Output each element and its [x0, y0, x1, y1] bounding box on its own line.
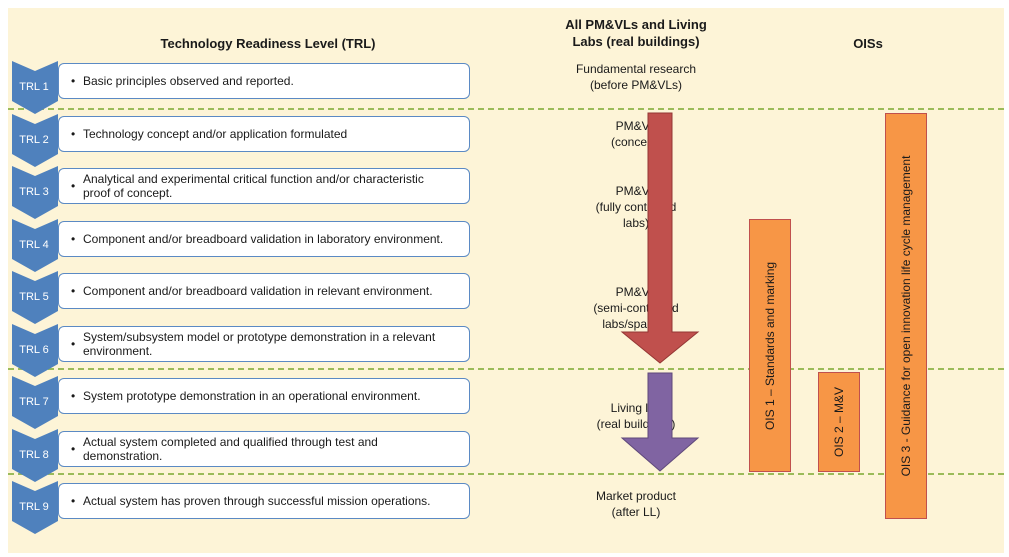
ois-1-bar: OIS 1 – Standards and marking: [749, 219, 791, 472]
trl-chevron-shape: [12, 113, 58, 167]
bullet-icon: •: [71, 126, 76, 141]
red-arrow-shape: [620, 112, 700, 364]
bullet-icon: •: [71, 494, 76, 508]
trl-chevron-icon: [12, 166, 58, 219]
trl-chevron-icon: [12, 271, 58, 324]
stage-label-line: (after LL): [611, 505, 661, 519]
trl-description-box: • Actual system has proven through succes…: [58, 483, 470, 519]
trl-chevron-icon: [12, 61, 58, 114]
stage-label: Market product (after LL): [536, 488, 736, 520]
ois-3-bar: OIS 3 - Guidance for open innovation lif…: [885, 113, 927, 519]
trl-description-line: demonstration.: [83, 448, 163, 463]
trl-tag: TRL 6: [19, 343, 49, 356]
bullet-icon: •: [71, 179, 76, 193]
trl-description-line: System prototype demonstration in an ope…: [83, 389, 421, 403]
stage-label-line: (before PM&VLs): [589, 78, 683, 92]
trl-chevron-icon: [12, 323, 58, 377]
trl-chevron-shape: [12, 218, 58, 272]
ois-2-bar: OIS 2 – M&V: [818, 372, 860, 472]
divider-line: [8, 368, 1004, 370]
trl-chevron-shape: [12, 481, 58, 534]
bullet-icon: •: [71, 389, 76, 403]
middle-header-line-1: All PM&VLs and Living: [565, 17, 707, 32]
stage-label-line: labs): [622, 216, 649, 230]
trl-chevron-shape: [12, 376, 58, 429]
trl-description-box: • Basic principles observed and reported.: [58, 63, 470, 99]
trl-description-line: environment.: [83, 343, 153, 358]
trl-chevron-icon: [12, 481, 58, 534]
trl-description: Technology concept and/or application fo…: [83, 127, 463, 141]
trl-chevron-shape: [12, 61, 58, 114]
stage-label-line: PM&VL: [615, 285, 657, 299]
bullet-icon: •: [71, 441, 76, 456]
stage-label-line: PM&VL: [615, 119, 657, 133]
trl-description-line: proof of concept.: [83, 186, 173, 200]
bullet-icon: •: [71, 336, 76, 351]
divider-line: [8, 108, 1004, 110]
divider-line: [8, 473, 1004, 475]
ois-1-label: OIS 1 – Standards and marking: [763, 261, 777, 430]
trl-chevron-icon: [12, 376, 58, 429]
trl-description: Component and/or breadboard validation i…: [83, 284, 463, 298]
trl-description: Actual system completed and qualified th…: [83, 435, 463, 463]
bullet-icon: •: [71, 74, 76, 88]
trl-description-line: Analytical and experimental critical fun…: [83, 172, 424, 186]
trl-tag: TRL 5: [19, 291, 49, 303]
trl-description-line: Component and/or breadboard validation i…: [83, 284, 433, 298]
trl-description-box: • Actual system completed and qualified t…: [58, 430, 470, 467]
ois-3-label: OIS 3 - Guidance for open innovation lif…: [899, 155, 913, 477]
trl-tag: TRL 9: [19, 501, 49, 513]
trl-description-box: • Component and/or breadboard validation …: [58, 273, 470, 309]
trl-description-box: • System/subsystem model or prototype dem…: [58, 325, 470, 362]
red-arrow-icon: [620, 112, 700, 364]
trl-tag: TRL 1: [19, 81, 49, 93]
trl-header: Technology Readiness Level (TRL): [160, 36, 376, 51]
bullet-icon: •: [71, 284, 76, 298]
trl-tag: TRL 4: [19, 238, 49, 251]
trl-chevron-icon: [12, 428, 58, 482]
stage-label-line: Fundamental research: [575, 62, 697, 76]
trl-description: Basic principles observed and reported.: [83, 74, 463, 88]
trl-description: System prototype demonstration in an ope…: [83, 389, 463, 403]
stage-label-line: Market product: [595, 489, 677, 503]
trl-tag: TRL 8: [19, 448, 49, 461]
trl-description: System/subsystem model or prototype demo…: [83, 330, 463, 358]
trl-chevron-shape: [12, 166, 58, 219]
purple-arrow-icon: [620, 372, 700, 472]
trl-description-line: Component and/or breadboard validation i…: [83, 231, 444, 246]
trl-description: Analytical and experimental critical fun…: [83, 172, 463, 200]
trl-chevron-shape: [12, 428, 58, 482]
trl-chevron-icon: [12, 113, 58, 167]
trl-description-box: • Analytical and experimental critical fu…: [58, 168, 470, 204]
trl-chevron-shape: [12, 323, 58, 377]
trl-description-box: • System prototype demonstration in an op…: [58, 378, 470, 414]
trl-description-line: Technology concept and/or application fo…: [83, 126, 348, 141]
ois-header: OISs: [853, 36, 883, 51]
trl-description-box: • Component and/or breadboard validation …: [58, 220, 470, 257]
trl-tag: TRL 7: [19, 396, 49, 408]
middle-header-line-2: Labs (real buildings): [572, 34, 700, 49]
purple-arrow-shape: [620, 372, 700, 472]
trl-description-line: Basic principles observed and reported.: [83, 74, 294, 88]
middle-header: All PM&VLs and Living Labs (real buildin…: [528, 16, 744, 50]
trl-chevron-shape: [12, 271, 58, 324]
trl-description-line: Actual system completed and qualified th…: [83, 434, 378, 449]
diagram-canvas: Technology Readiness Level (TRL) All PM&…: [8, 8, 1004, 553]
trl-description-line: Actual system has proven through success…: [83, 494, 431, 508]
trl-description: Component and/or breadboard validation i…: [83, 232, 463, 246]
stage-label: Fundamental research (before PM&VLs): [536, 61, 736, 93]
trl-description-line: System/subsystem model or prototype demo…: [83, 329, 436, 344]
stage-label-line: PM&VL: [615, 184, 657, 198]
trl-chevron-icon: [12, 218, 58, 272]
trl-tag: TRL 2: [19, 133, 49, 146]
trl-tag: TRL 3: [19, 186, 49, 198]
bullet-icon: •: [71, 231, 76, 246]
trl-description-box: • Technology concept and/or application f…: [58, 115, 470, 152]
trl-description: Actual system has proven through success…: [83, 494, 463, 508]
ois-2-label: OIS 2 – M&V: [832, 386, 846, 458]
